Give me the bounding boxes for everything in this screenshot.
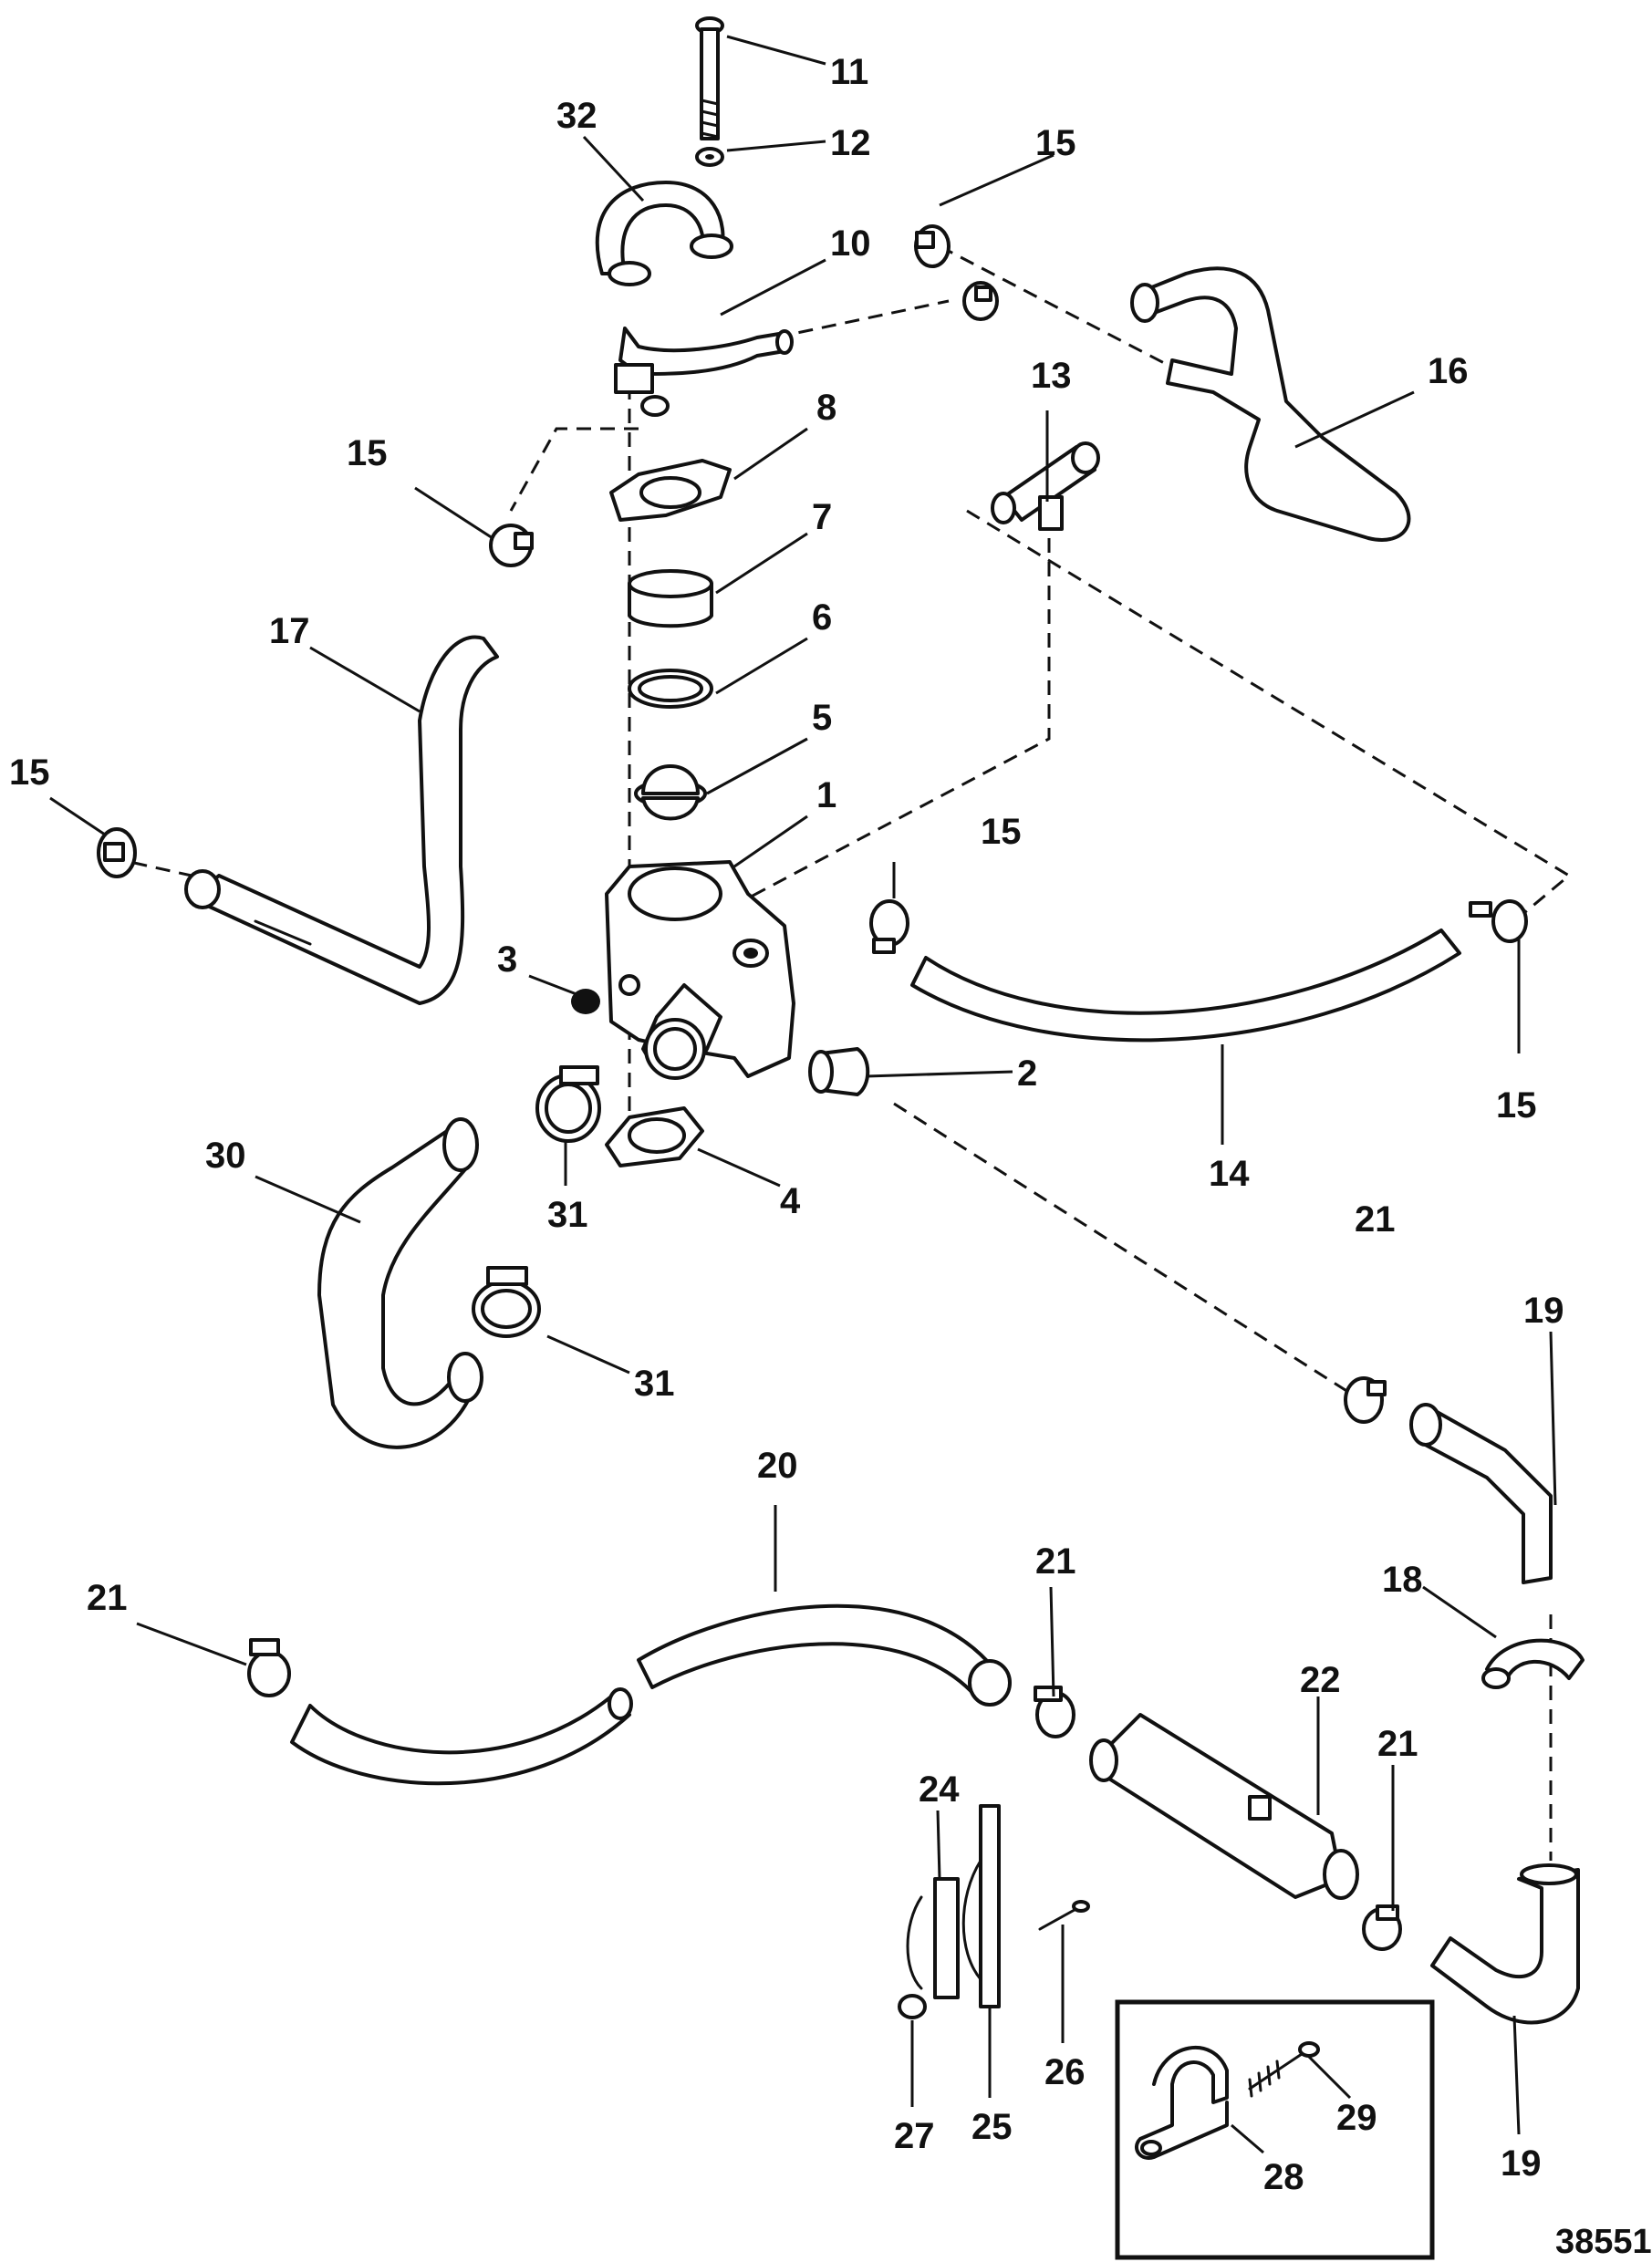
part-26-screw	[1038, 1900, 1090, 1931]
callout-6: 6	[812, 597, 832, 638]
part-16-hose	[1130, 266, 1411, 542]
part-1-housing	[605, 860, 795, 1080]
callout-21-left: 21	[87, 1578, 128, 1618]
callout-12: 12	[830, 123, 871, 163]
part-21-clamp-mid	[1034, 1686, 1075, 1738]
part-20-hose	[290, 1603, 1012, 1786]
figure-number: 38551	[1555, 2223, 1652, 2261]
callout-25: 25	[971, 2107, 1013, 2147]
part-21-clamp-left	[247, 1638, 291, 1697]
part-21-clamp-right-upper	[1344, 1376, 1387, 1424]
callout-19-upper: 19	[1523, 1291, 1564, 1331]
part-21-clamp-lower-right	[1362, 1904, 1402, 1951]
callout-labels: 11 12 32 10 8 7 6 5 1 2 3 4 13 14 15 15 …	[9, 52, 1564, 2197]
callout-20: 20	[757, 1446, 798, 1486]
part-31-clamp-upper	[535, 1065, 601, 1143]
part-31-clamp-lower	[472, 1266, 541, 1338]
callout-26: 26	[1044, 2052, 1086, 2092]
callout-32: 32	[556, 96, 597, 136]
callout-16: 16	[1428, 351, 1469, 391]
callout-27: 27	[894, 2116, 935, 2156]
part-3-plug	[571, 989, 600, 1014]
callout-2: 2	[1017, 1053, 1037, 1094]
part-19-upper-hose	[1409, 1403, 1553, 1584]
part-30-hose	[317, 1117, 483, 1449]
part-32-strap	[595, 181, 733, 286]
part-12-washer	[695, 147, 724, 167]
part-2-cap	[808, 1047, 870, 1096]
part-22-cooler	[1089, 1713, 1359, 1900]
callout-21-right-upper: 21	[1355, 1199, 1396, 1240]
part-10-elbow	[614, 327, 794, 417]
part-11-bolt	[695, 16, 724, 140]
callout-18: 18	[1382, 1560, 1423, 1600]
part-27-nut	[898, 1994, 927, 2019]
part-29-bolt	[1248, 2041, 1320, 2098]
callout-14: 14	[1209, 1154, 1250, 1194]
callout-3: 3	[497, 939, 517, 980]
inset-frame	[1115, 1999, 1435, 2260]
part-4-gasket	[605, 1106, 704, 1167]
part-28-strap	[1135, 2046, 1229, 2160]
inset-detail	[1115, 1999, 1435, 2260]
part-15-clamp-top	[914, 224, 951, 268]
part-15-clamp-left-upper	[489, 524, 534, 567]
callout-15-left: 15	[9, 752, 50, 793]
callout-19-lower: 19	[1501, 2143, 1542, 2184]
callout-17: 17	[269, 611, 310, 651]
part-6-seal	[628, 669, 713, 709]
part-8-gasket	[609, 459, 732, 522]
callout-30: 30	[205, 1136, 246, 1176]
callout-29: 29	[1336, 2098, 1377, 2138]
callout-15-center: 15	[981, 812, 1022, 852]
callout-22: 22	[1300, 1660, 1341, 1700]
part-17-hose	[184, 635, 499, 1005]
callout-8: 8	[816, 388, 836, 428]
part-15-clamp-mid	[962, 281, 999, 321]
callout-11: 11	[830, 52, 868, 92]
part-15-clamp-left	[97, 827, 137, 878]
part-18-bracket	[1481, 1638, 1584, 1689]
part-15-clamp-right	[1469, 899, 1528, 943]
part-7-sleeve	[628, 569, 713, 628]
callout-15-right: 15	[1496, 1085, 1537, 1126]
callout-15-top: 15	[1035, 123, 1076, 163]
part-25-clip	[961, 1804, 1001, 2008]
callout-15-left-upper: 15	[347, 433, 388, 473]
callout-13: 13	[1031, 356, 1072, 396]
callout-4: 4	[780, 1181, 801, 1221]
callout-31-lower: 31	[634, 1364, 675, 1404]
part-5-thermostat	[634, 764, 707, 821]
callout-10: 10	[830, 223, 871, 264]
callout-7: 7	[812, 497, 832, 537]
callout-24: 24	[919, 1769, 960, 1810]
leader-lines	[49, 35, 1557, 2154]
part-19-lower-hose	[1430, 1863, 1580, 2025]
callout-28: 28	[1263, 2157, 1304, 2197]
callout-21-mid: 21	[1035, 1541, 1076, 1582]
callout-31-upper: 31	[547, 1195, 588, 1235]
part-14-hose	[910, 929, 1461, 1043]
callout-5: 5	[812, 698, 832, 738]
callout-21-lower-right: 21	[1377, 1724, 1418, 1764]
callout-1: 1	[816, 775, 836, 815]
part-15-clamp-center	[869, 899, 909, 954]
part-24-clip	[906, 1877, 960, 1999]
part-13-tee	[991, 441, 1100, 531]
